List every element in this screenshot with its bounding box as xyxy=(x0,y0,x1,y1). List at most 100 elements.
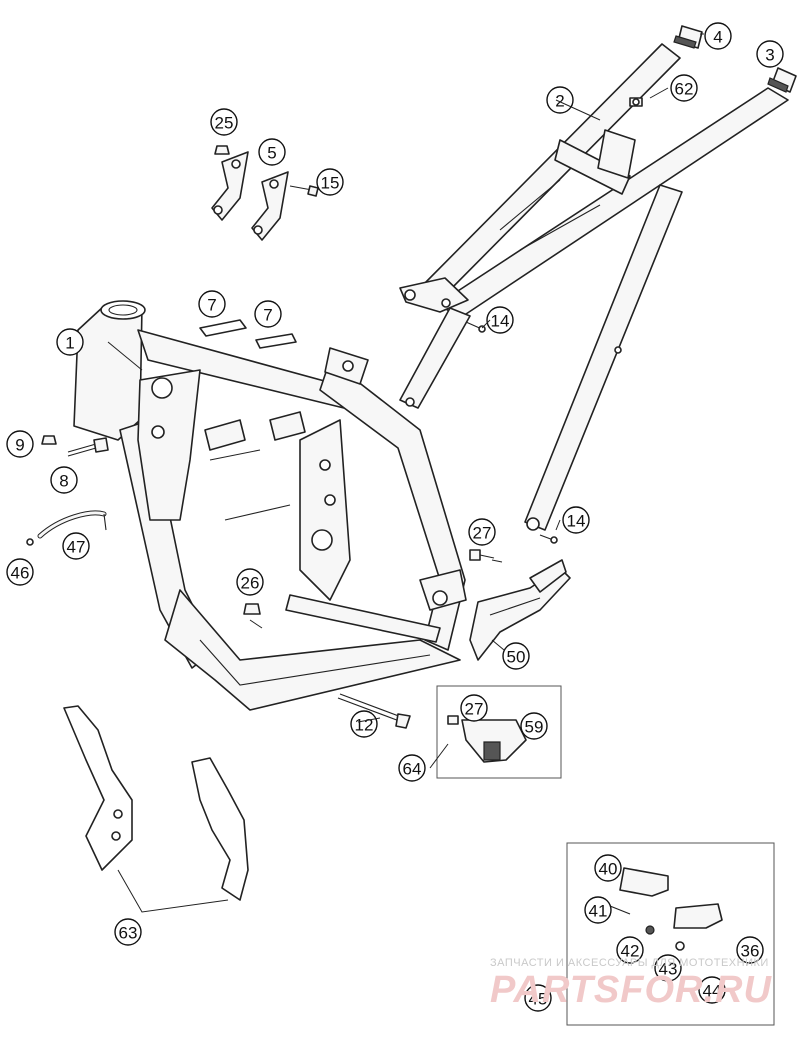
bolt-14-lower xyxy=(539,534,558,544)
callout-label: 4 xyxy=(713,28,722,47)
leader-lines xyxy=(107,33,704,769)
callout-label: 63 xyxy=(119,924,138,943)
callout-label: 64 xyxy=(403,760,422,779)
callout-label: 42 xyxy=(621,942,640,961)
engine-bracket-right xyxy=(251,171,289,241)
callout-c50: 50 xyxy=(502,642,530,670)
bolt-14-upper xyxy=(465,321,486,333)
callout-label: 3 xyxy=(765,46,774,65)
callout-c40: 40 xyxy=(594,854,622,882)
callout-circle xyxy=(398,754,426,782)
callout-label: 44 xyxy=(703,982,722,1001)
callout-label: 41 xyxy=(589,902,608,921)
callout-label: 27 xyxy=(465,700,484,719)
subframe-end-cap-left xyxy=(673,25,703,49)
callout-label: 27 xyxy=(473,524,492,543)
callout-label: 2 xyxy=(555,92,564,111)
callout-circle xyxy=(756,40,784,68)
leader-63 xyxy=(117,869,229,913)
bolt-27-upper xyxy=(469,549,495,561)
callout-circle xyxy=(654,954,682,982)
callout-c26: 26 xyxy=(236,568,264,596)
callout-circle xyxy=(460,694,488,722)
callout-label: 40 xyxy=(599,860,618,879)
callout-label: 26 xyxy=(241,574,260,593)
callout-circle xyxy=(704,22,732,50)
callout-c4: 4 xyxy=(704,22,732,50)
rear-subframe xyxy=(399,43,789,531)
callout-circle xyxy=(56,328,84,356)
frame-protector-right xyxy=(191,757,249,901)
callout-c47: 47 xyxy=(62,532,90,560)
bolt-15 xyxy=(289,185,319,197)
callout-circle xyxy=(316,168,344,196)
callout-label: 47 xyxy=(67,538,86,557)
callout-circle xyxy=(6,558,34,586)
callout-label: 7 xyxy=(263,306,272,325)
chain-guide xyxy=(469,559,571,661)
callout-label: 43 xyxy=(659,960,678,979)
callout-label: 8 xyxy=(59,472,68,491)
callout-circle xyxy=(546,86,574,114)
callout-c27a: 27 xyxy=(468,518,496,546)
callout-circle xyxy=(486,306,514,334)
frame-protector-left xyxy=(63,705,133,871)
callout-c15: 15 xyxy=(316,168,344,196)
callout-label: 45 xyxy=(529,990,548,1009)
callout-circle xyxy=(562,506,590,534)
callout-c44: 44 xyxy=(698,976,726,1004)
callout-label: 14 xyxy=(567,512,586,531)
footpeg-kit-box xyxy=(566,842,775,1026)
callout-c7a: 7 xyxy=(198,290,226,318)
callout-c59: 59 xyxy=(520,712,548,740)
callout-label: 14 xyxy=(491,312,510,331)
callout-c64: 64 xyxy=(398,754,426,782)
callout-c41: 41 xyxy=(584,896,612,924)
callout-circle xyxy=(594,854,622,882)
callout-label: 12 xyxy=(355,716,374,735)
subframe-end-cap-right xyxy=(767,67,797,93)
callout-circle xyxy=(584,896,612,924)
callout-c1: 1 xyxy=(56,328,84,356)
bolt-8 xyxy=(67,437,109,457)
callout-c25: 25 xyxy=(210,108,238,136)
callout-circle xyxy=(616,936,644,964)
callout-label: 25 xyxy=(215,114,234,133)
callout-c14b: 14 xyxy=(562,506,590,534)
callout-label: 62 xyxy=(675,80,694,99)
callout-label: 7 xyxy=(207,296,216,315)
callout-circle xyxy=(520,712,548,740)
callout-label: 36 xyxy=(741,942,760,961)
callout-circle xyxy=(468,518,496,546)
bolt-62 xyxy=(629,97,643,107)
callout-label: 1 xyxy=(65,334,74,353)
callout-circle xyxy=(698,976,726,1004)
callout-c2: 2 xyxy=(546,86,574,114)
callout-label: 46 xyxy=(11,564,30,583)
callout-c9: 9 xyxy=(6,430,34,458)
hose-clip xyxy=(26,538,34,546)
callout-label: 9 xyxy=(15,436,24,455)
callout-c62: 62 xyxy=(670,74,698,102)
callout-circle xyxy=(350,710,378,738)
callout-c14a: 14 xyxy=(486,306,514,334)
vent-hose xyxy=(37,510,107,539)
callout-circle xyxy=(6,430,34,458)
callouts: 1234577891214141525262727364041424344454… xyxy=(6,22,784,1012)
chain-slider-kit-box xyxy=(436,685,562,779)
watermark-caption: ЗАПЧАСТИ И АКСЕССУАРЫ ДЛЯ МОТОТЕХНИКИ xyxy=(490,957,769,969)
callout-c27b: 27 xyxy=(460,694,488,722)
watermark-brand: PARTSFOR.RU xyxy=(490,969,772,1011)
callout-circle xyxy=(736,936,764,964)
callout-circle xyxy=(254,300,282,328)
callout-c42: 42 xyxy=(616,936,644,964)
callout-c43: 43 xyxy=(654,954,682,982)
callout-label: 5 xyxy=(267,144,276,163)
callout-c12: 12 xyxy=(350,710,378,738)
callout-circle xyxy=(50,466,78,494)
watermark: ЗАПЧАСТИ И АКСЕССУАРЫ ДЛЯ МОТОТЕХНИКИ PA… xyxy=(490,957,772,1011)
nut-25 xyxy=(214,145,230,155)
callout-label: 15 xyxy=(321,174,340,193)
nut-26 xyxy=(243,603,261,615)
